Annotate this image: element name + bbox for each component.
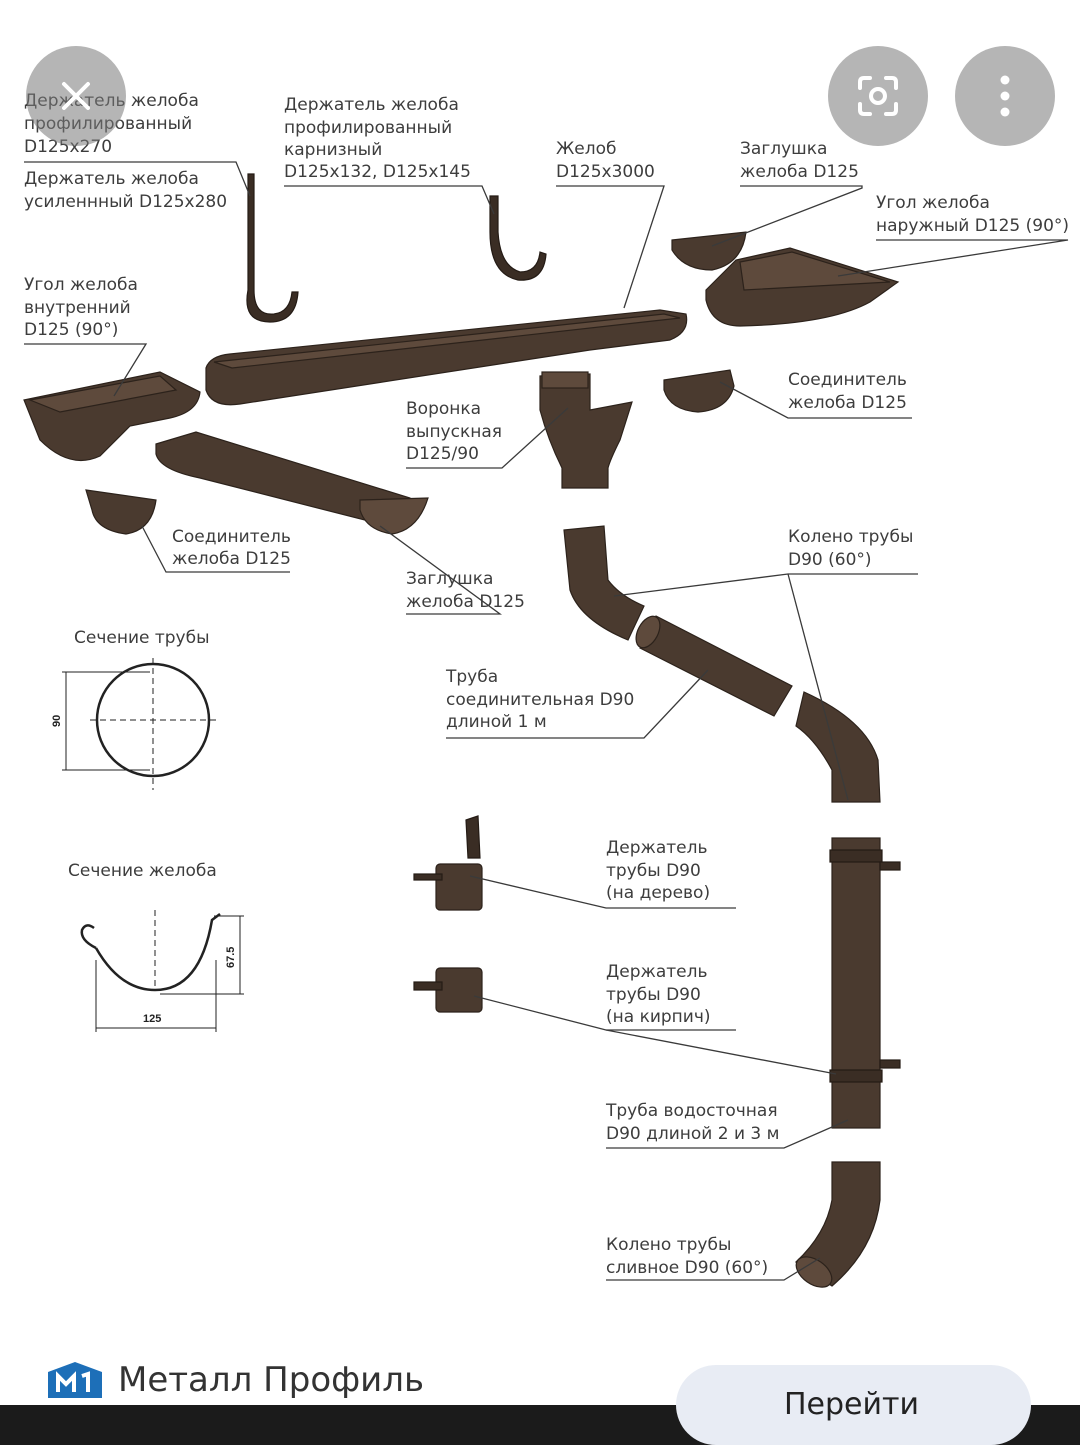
connector-left-part	[86, 490, 156, 534]
elbow-right-part	[796, 692, 880, 802]
connecting-pipe-label: Труба соединительная D90 длиной 1 м	[445, 667, 640, 732]
pipe-section-title: Сечение трубы	[74, 628, 210, 648]
connector-right-part	[664, 370, 734, 412]
more-vert-icon	[997, 74, 1013, 118]
connector-left-label: Соединитель желоба D125	[172, 527, 296, 569]
funnel-label: Воронка выпускная D125/90	[406, 399, 507, 464]
downpipe-part	[830, 838, 900, 1128]
clamp-brick-part	[414, 968, 482, 1012]
bracket-cornice-part	[490, 196, 546, 280]
connector-right-label: Соединитель желоба D125	[788, 370, 912, 413]
gutter-system-diagram: 90 125 67.5 Держатель желоба	[0, 0, 1080, 1320]
close-icon	[56, 76, 96, 116]
cap-bottom-label: Заглушка желоба D125	[406, 569, 525, 612]
holder-cornice-label: Держатель желоба профилированный карнизн…	[284, 95, 471, 182]
brand-name[interactable]: Металл Профиль	[118, 1360, 424, 1400]
bracket-profiled-part	[247, 174, 298, 322]
elbow-top-part	[564, 526, 644, 640]
gutter-height-label: 67.5	[225, 947, 237, 968]
outer-corner-part	[706, 248, 898, 326]
clamp-wood-label: Держатель трубы D90 (на дерево)	[606, 838, 713, 903]
pipe-dim-label: 90	[51, 715, 63, 727]
cap-top-label: Заглушка желоба D125	[740, 139, 859, 182]
diagram-canvas: 90 125 67.5 Держатель желоба	[0, 0, 1080, 1320]
brand-logo-icon[interactable]	[48, 1362, 102, 1398]
downpipe-label: Труба водосточная D90 длиной 2 и 3 м	[605, 1101, 783, 1144]
close-button[interactable]	[26, 46, 126, 146]
clamp-brick-label: Держатель трубы D90 (на кирпич)	[606, 962, 713, 1027]
lens-search-icon	[854, 72, 902, 120]
funnel-part	[540, 372, 632, 488]
more-options-button[interactable]	[955, 46, 1055, 146]
outlet-elbow-part	[791, 1162, 880, 1293]
inner-corner-label: Угол желоба внутренний D125 (90°)	[24, 275, 143, 340]
visit-button[interactable]: Перейти	[676, 1365, 1031, 1445]
gutter-lower-part	[156, 432, 428, 534]
gutter-section-title: Сечение желоба	[68, 861, 217, 881]
connecting-pipe-part	[631, 612, 792, 716]
gutter-section-figure	[82, 910, 244, 1032]
pipe-section-figure	[62, 658, 220, 790]
lens-search-button[interactable]	[828, 46, 928, 146]
gutter-label: Желоб D125x3000	[556, 139, 655, 182]
outer-corner-label: Угол желоба наружный D125 (90°)	[876, 193, 1069, 236]
outlet-elbow-label: Колено трубы сливное D90 (60°)	[606, 1235, 768, 1278]
holder-reinforced-label: Держатель желоба усиленнный D125x280	[24, 169, 227, 212]
gutter-width-label: 125	[143, 1013, 161, 1025]
elbow-top-label: Колено трубы D90 (60°)	[788, 527, 919, 570]
gutter-part	[206, 310, 687, 405]
clamp-wood-part	[414, 816, 482, 910]
